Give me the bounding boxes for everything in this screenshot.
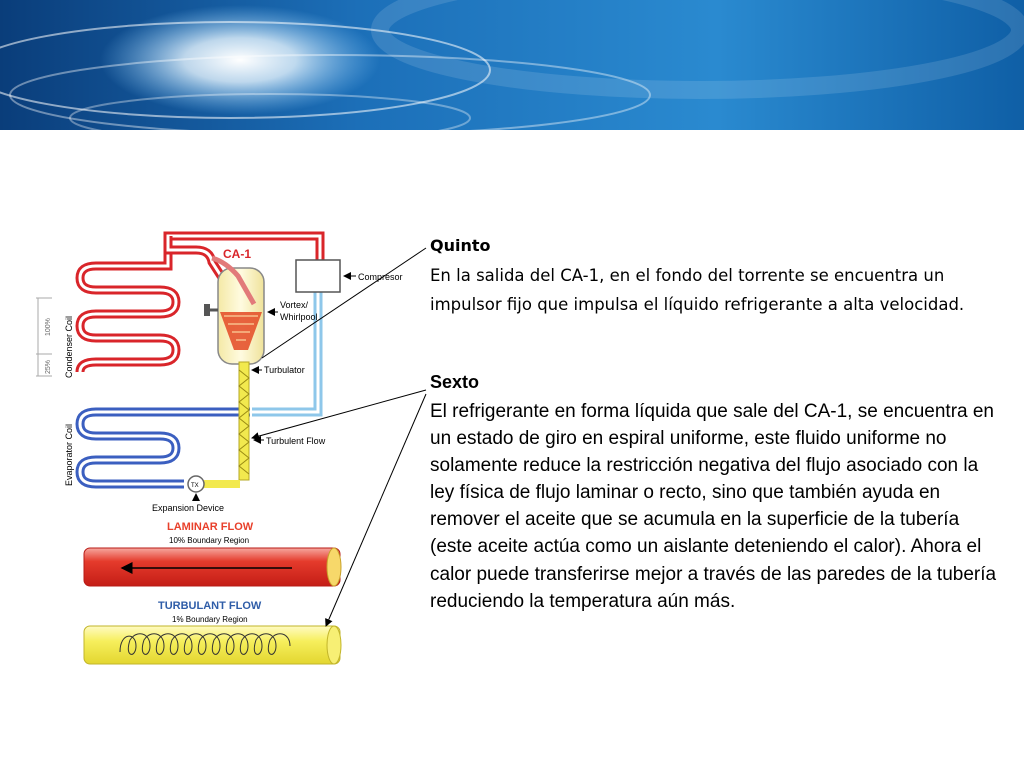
header-banner: [0, 0, 1024, 130]
turbulant-flow-title: TURBULANT FLOW: [158, 600, 262, 612]
evaporator-coil-label: Evaporator Coil: [64, 424, 74, 486]
cold-line: [75, 407, 250, 489]
ca1-label: CA-1: [223, 247, 251, 261]
laminar-flow-subtitle: 10% Boundary Region: [169, 536, 249, 545]
callout-line-sexto-1: [251, 389, 427, 440]
sexto-body: El refrigerante en forma líquida que sal…: [430, 401, 997, 612]
condenser-coil-label: Condenser Coil: [64, 316, 74, 378]
compressor-box: [295, 259, 341, 293]
turbulant-tube: [83, 625, 341, 665]
quinto-body: En la salida del CA-1, en el fondo del t…: [430, 266, 965, 314]
turbulator-pipe: [238, 361, 250, 481]
sexto-title: Sexto: [430, 372, 480, 392]
laminar-flow-title: LAMINAR FLOW: [167, 521, 254, 533]
compressor-label: Compresor: [358, 272, 403, 282]
scale-25-label: 25%: [45, 360, 52, 374]
callout-line-sexto-2: [325, 393, 427, 627]
expansion-device-label: Expansion Device: [152, 503, 224, 513]
turbulent-flow-label: Turbulent Flow: [266, 436, 326, 446]
turbulant-flow-subtitle: 1% Boundary Region: [172, 615, 248, 624]
vortex-label-1: Vortex/: [280, 300, 309, 310]
vortex-label-2: Whirlpool: [280, 312, 318, 322]
vortex-cone: [220, 312, 262, 350]
spiral-flow: [119, 633, 291, 655]
turbulator-label: Turbulator: [264, 365, 305, 375]
expansion-device: [187, 475, 205, 493]
laminar-tube: [83, 547, 341, 587]
callout-line-quinto: [261, 247, 427, 359]
scale-100-label: 100%: [45, 318, 52, 336]
tx-label: TX: [191, 483, 199, 489]
quinto-title: Quinto: [430, 236, 491, 255]
